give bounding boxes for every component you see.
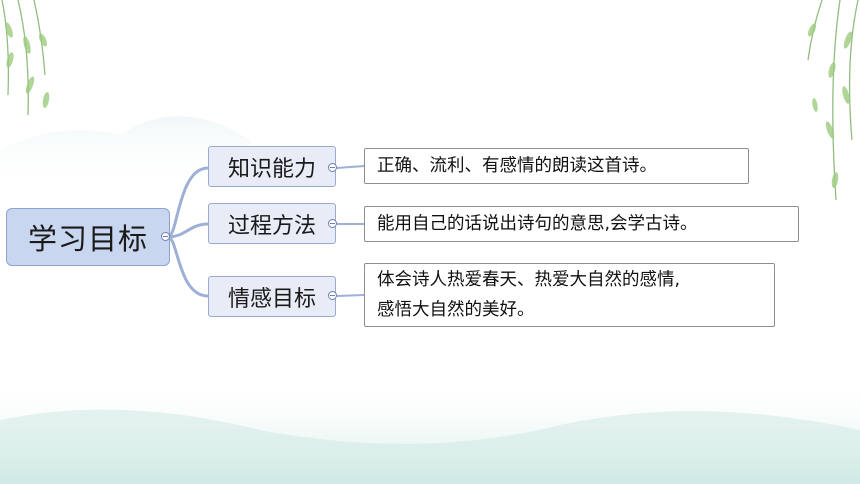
- distant-hill: [0, 116, 250, 190]
- detail-node-process[interactable]: 能用自己的话说出诗句的意思,会学古诗。: [364, 206, 799, 242]
- branch-node-emotion[interactable]: 情感目标: [208, 276, 336, 317]
- branch-collapse-icon[interactable]: [328, 163, 337, 172]
- detail-text: 正确、流利、有感情的朗读这首诗。: [377, 156, 657, 176]
- branch-collapse-icon[interactable]: [328, 291, 337, 300]
- detail-text-line-1: 体会诗人热爱春天、热爱大自然的感情,: [377, 270, 681, 290]
- root-collapse-icon[interactable]: [161, 232, 170, 241]
- detail-text-line-2: 感悟大自然的美好。: [377, 300, 535, 320]
- willow-leaves-right: [807, 23, 853, 188]
- mist-wave: [0, 409, 860, 484]
- detail-text: 能用自己的话说出诗句的意思,会学古诗。: [377, 214, 698, 234]
- root-connectors: [166, 166, 210, 298]
- willow-leaves-left: [5, 22, 50, 108]
- branch-node-knowledge[interactable]: 知识能力: [208, 146, 336, 187]
- branch-node-process[interactable]: 过程方法: [208, 203, 336, 244]
- branch-connectors: [336, 165, 365, 297]
- detail-node-knowledge[interactable]: 正确、流利、有感情的朗读这首诗。: [364, 148, 749, 184]
- detail-node-emotion[interactable]: 体会诗人热爱春天、热爱大自然的感情, 感悟大自然的美好。: [364, 263, 775, 327]
- branch-collapse-icon[interactable]: [328, 219, 337, 228]
- root-node-learning-goals[interactable]: 学习目标: [6, 208, 170, 266]
